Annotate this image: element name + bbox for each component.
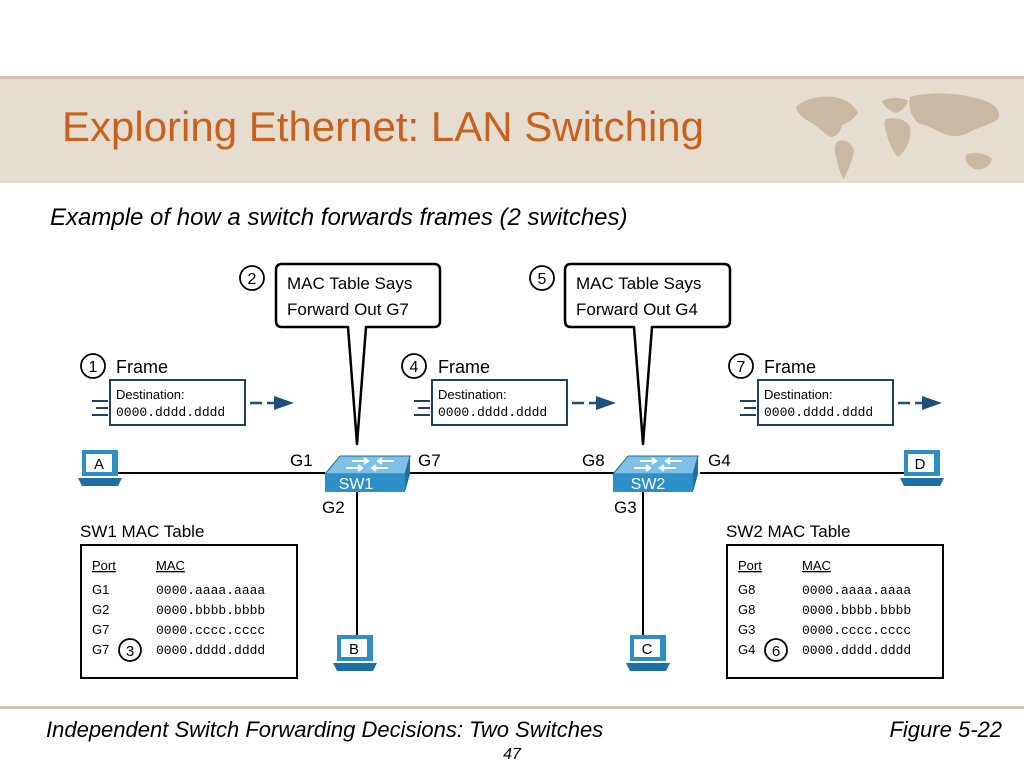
port-g7-label: G7: [418, 451, 441, 470]
host-b-label: B: [349, 641, 359, 658]
callout-sw2-line2: Forward Out G4: [576, 300, 698, 319]
sw1-col-mac: MAC: [156, 558, 185, 573]
step-5-badge: 5: [529, 265, 555, 291]
step-2-badge: 2: [239, 265, 265, 291]
frame-7-label: Frame: [764, 357, 816, 377]
frame-7-dest-mac: 0000.dddd.dddd: [764, 405, 873, 420]
sw1-col-port: Port: [92, 558, 116, 573]
callout-sw1: MAC Table Says Forward Out G7: [274, 262, 442, 446]
frame-1: 1 Frame Destination: 0000.dddd.dddd: [80, 353, 294, 426]
callout-sw2: MAC Table Says Forward Out G4: [563, 262, 732, 446]
frame-1-dest-mac: 0000.dddd.dddd: [116, 405, 225, 420]
switch-sw2: SW2: [611, 455, 699, 493]
sw1-row-port: G7: [92, 622, 109, 637]
frame-7: 7 Frame Destination: 0000.dddd.dddd: [728, 353, 942, 426]
sw2-mac-table: SW2 MAC Table Port MAC G8 0000.aaaa.aaaa…: [726, 522, 944, 679]
sw1-row-port: G2: [92, 602, 109, 617]
host-b: B: [333, 635, 377, 671]
callout-sw2-line1: MAC Table Says: [576, 274, 701, 293]
frame-4-dest-mac: 0000.dddd.dddd: [438, 405, 547, 420]
switch-sw1-label: SW1: [339, 476, 374, 493]
svg-text:7: 7: [737, 359, 746, 376]
callout-sw1-line1: MAC Table Says: [287, 274, 412, 293]
arrow-icon: [922, 396, 942, 410]
sw2-table-title: SW2 MAC Table: [726, 522, 850, 541]
host-d-label: D: [915, 456, 926, 473]
arrow-icon: [274, 396, 294, 410]
step-3-badge: [118, 638, 142, 662]
svg-text:3: 3: [126, 643, 134, 660]
sw2-row-port: G8: [738, 602, 755, 617]
sw1-row-mac: 0000.dddd.dddd: [156, 643, 265, 658]
sw1-row-port: G7: [92, 642, 109, 657]
port-g1-label: G1: [290, 451, 313, 470]
svg-text:4: 4: [410, 359, 419, 376]
step-7-badge: [728, 353, 754, 379]
sw2-row-port: G8: [738, 582, 755, 597]
frame-7-dest-label: Destination:: [764, 387, 833, 402]
port-g4-label: G4: [708, 451, 731, 470]
sw2-row-mac: 0000.aaaa.aaaa: [802, 583, 911, 598]
callout-sw1-line2: Forward Out G7: [287, 300, 409, 319]
sw1-mac-table: SW1 MAC Table Port MAC G1 0000.aaaa.aaaa…: [80, 522, 298, 679]
sw1-row-mac: 0000.aaaa.aaaa: [156, 583, 265, 598]
page-title: Exploring Ethernet: LAN Switching: [62, 103, 704, 150]
arrow-icon: [596, 396, 616, 410]
host-a-label: A: [94, 456, 104, 473]
frame-4: 4 Frame Destination: 0000.dddd.dddd: [401, 353, 616, 426]
svg-text:5: 5: [538, 271, 547, 288]
switch-arrows-icon: [346, 457, 394, 472]
host-d: D: [900, 450, 944, 486]
svg-text:2: 2: [248, 271, 257, 288]
frame-1-label: Frame: [116, 357, 168, 377]
host-a: A: [78, 450, 122, 486]
sw1-table-title: SW1 MAC Table: [80, 522, 204, 541]
sw2-row-port: G3: [738, 622, 755, 637]
host-c: C: [626, 635, 670, 671]
sw2-row-port: G4: [738, 642, 755, 657]
world-map-icon: [796, 93, 1000, 179]
sw1-row-port: G1: [92, 582, 109, 597]
port-g3-label: G3: [614, 498, 637, 517]
sw2-row-mac: 0000.cccc.cccc: [802, 623, 911, 638]
sw1-row-mac: 0000.cccc.cccc: [156, 623, 265, 638]
sw2-row-mac: 0000.bbbb.bbbb: [802, 603, 911, 618]
step-4-badge: [401, 353, 427, 379]
frame-1-dest-label: Destination:: [116, 387, 185, 402]
page-number: 47: [503, 746, 521, 763]
svg-text:6: 6: [772, 643, 780, 660]
port-g2-label: G2: [322, 498, 345, 517]
svg-text:1: 1: [89, 359, 98, 376]
switch-arrows-icon: [634, 457, 682, 472]
header-top-rule: [0, 76, 1024, 79]
step-6-badge: [764, 638, 788, 662]
sw2-row-mac: 0000.dddd.dddd: [802, 643, 911, 658]
port-g8-label: G8: [582, 451, 605, 470]
host-c-label: C: [642, 641, 653, 658]
sw2-col-port: Port: [738, 558, 762, 573]
sw2-col-mac: MAC: [802, 558, 831, 573]
step-1-badge: [80, 353, 106, 379]
switch-sw1: SW1: [323, 455, 411, 493]
figure-number: Figure 5-22: [889, 717, 1002, 742]
frame-4-dest-label: Destination:: [438, 387, 507, 402]
switch-sw2-label: SW2: [631, 476, 666, 493]
figure-caption: Independent Switch Forwarding Decisions:…: [46, 717, 604, 742]
header-band: [0, 79, 1024, 183]
sw1-row-mac: 0000.bbbb.bbbb: [156, 603, 265, 618]
subtitle: Example of how a switch forwards frames …: [50, 204, 628, 231]
footer-rule: [0, 706, 1024, 709]
frame-4-label: Frame: [438, 357, 490, 377]
